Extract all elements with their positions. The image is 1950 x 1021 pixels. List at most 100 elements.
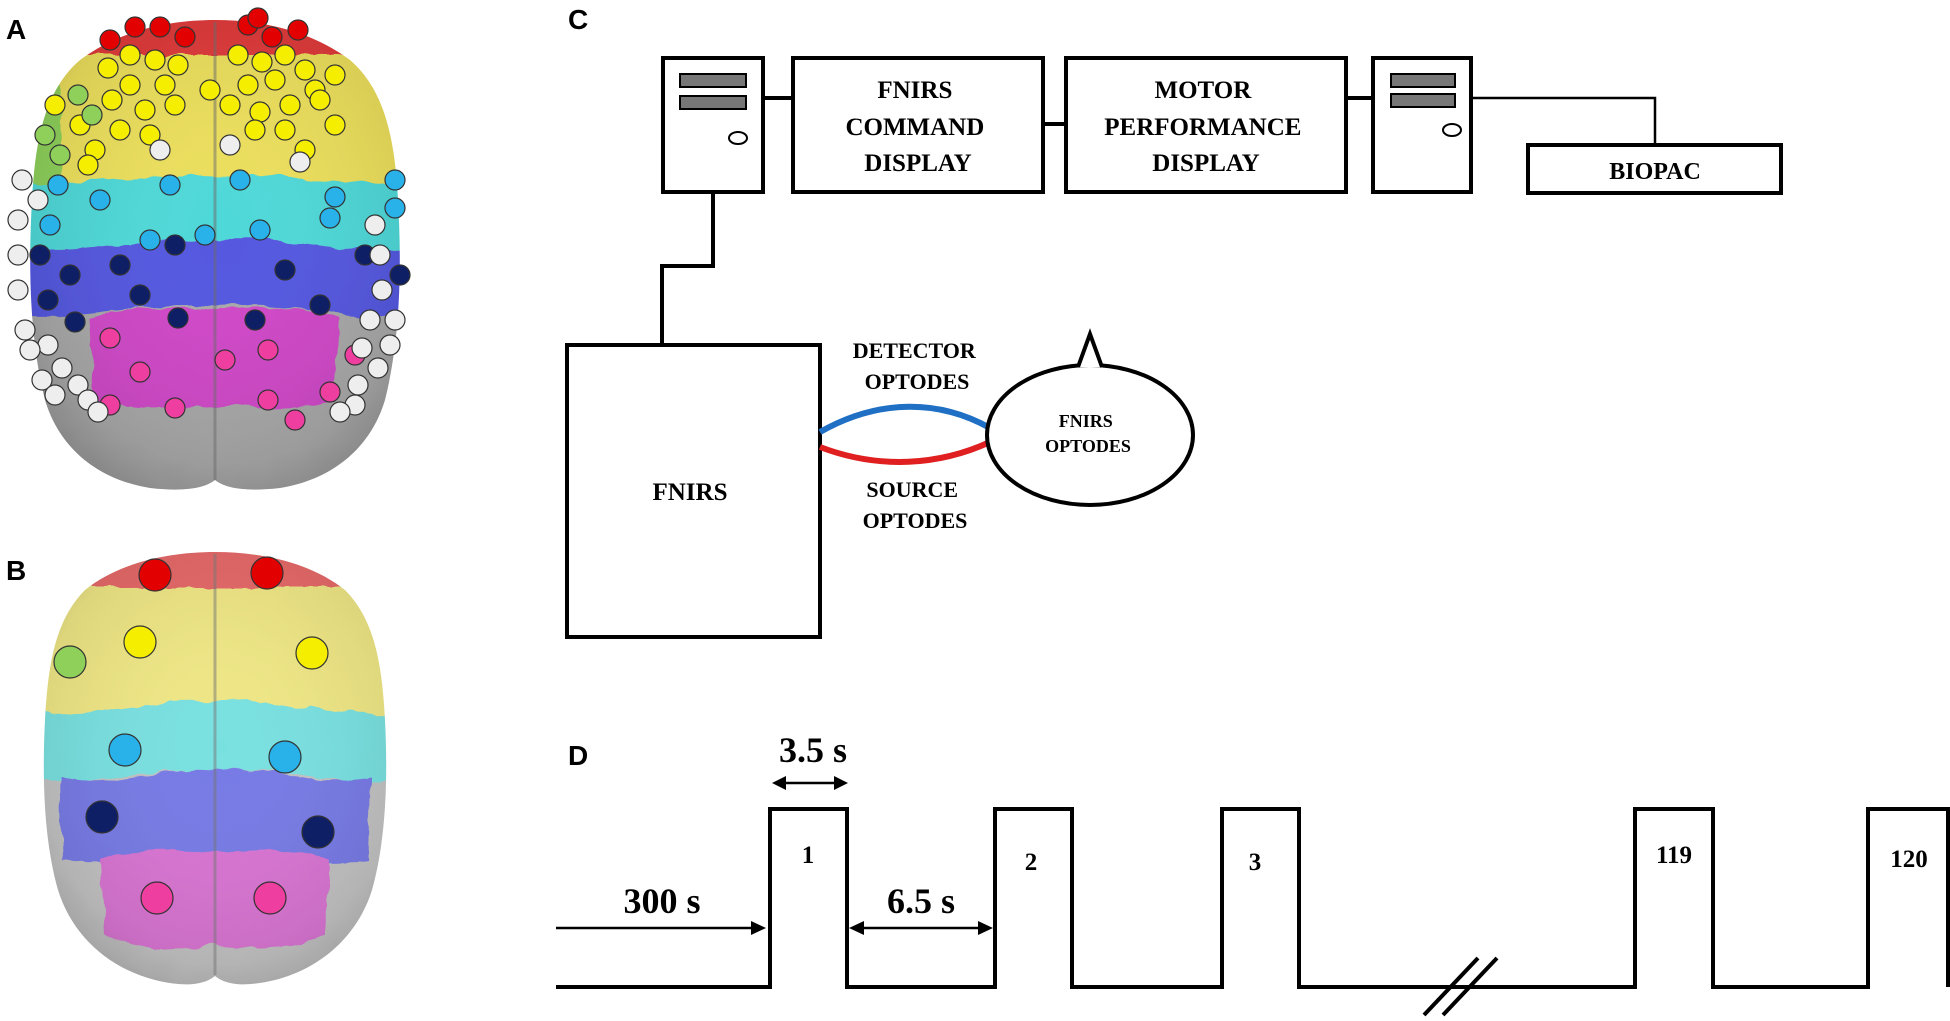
optode-marker [85, 800, 119, 834]
panel-label-b: B [6, 555, 27, 586]
svg-text:FNIRS COMMAND DISP: FNIRS COMMAND DISPLAY [845, 77, 990, 177]
optode-marker [294, 59, 316, 81]
optode-marker [287, 19, 309, 41]
motor-display-line-2: PERFORMANCE [1104, 114, 1301, 141]
optode-marker [194, 224, 216, 246]
optode-marker [347, 374, 369, 396]
motor-performance-display-box [1064, 56, 1348, 194]
optode-marker [101, 89, 123, 111]
optode-marker [237, 74, 259, 96]
optode-marker [109, 119, 131, 141]
motor-display-line-1: MOTOR [1154, 77, 1252, 104]
optode-marker [244, 119, 266, 141]
optode-marker [371, 279, 393, 301]
optode-marker [34, 124, 56, 146]
panel-label-c: C [568, 4, 589, 35]
biopac-label: BIOPAC [1609, 159, 1701, 185]
optode-marker [367, 357, 389, 379]
optode-marker [257, 389, 279, 411]
optode-marker [384, 309, 406, 331]
optode-marker [229, 169, 251, 191]
optode-marker [37, 334, 59, 356]
optode-marker [301, 815, 335, 849]
detector-label-line-1: DETECTOR [853, 338, 977, 363]
optode-marker [309, 89, 331, 111]
fnirs-command-display-box [791, 56, 1045, 194]
optode-marker [274, 259, 296, 281]
optode-marker [389, 264, 411, 286]
optode-marker [164, 94, 186, 116]
detector-cable [818, 403, 992, 435]
motor-display-line-3: DISPLAY [1152, 150, 1259, 177]
timeline-trace [556, 807, 1950, 989]
optode-marker [159, 174, 181, 196]
svg-text:MOTOR PERFORMANCE: MOTOR PERFORMANCE DISPLAY [1104, 77, 1307, 177]
trial-label-120: 120 [1890, 846, 1928, 873]
optode-marker [19, 339, 41, 361]
optodes-label-line-1: FNIRS [1059, 411, 1113, 431]
optode-marker [44, 384, 66, 406]
optode-marker [219, 134, 241, 156]
optode-marker [324, 186, 346, 208]
stimulus-timeline [556, 776, 1950, 1017]
optode-marker [167, 54, 189, 76]
optode-marker [154, 74, 176, 96]
optode-marker [109, 254, 131, 276]
optodes-label-line-2: OPTODES [1045, 436, 1131, 456]
pulse-duration-label: 3.5 s [779, 730, 847, 770]
optode-marker [261, 26, 283, 48]
optode-marker [219, 94, 241, 116]
trial-label-3: 3 [1249, 849, 1262, 876]
setup-labels: FNIRS COMMAND DISPLAY MOTOR PERFORMANCE … [652, 77, 1700, 533]
optode-marker [253, 881, 287, 915]
command-display-line-3: DISPLAY [864, 150, 971, 177]
source-cable [818, 439, 992, 465]
optode-marker [264, 69, 286, 91]
optode-marker [67, 84, 89, 106]
optode-marker [319, 207, 341, 229]
optode-marker [164, 397, 186, 419]
optode-marker [140, 881, 174, 915]
optode-marker [129, 361, 151, 383]
trial-label-119: 119 [1656, 842, 1692, 869]
optode-marker [7, 209, 29, 231]
optode-marker [53, 645, 87, 679]
optode-marker [289, 151, 311, 173]
optode-marker [274, 119, 296, 141]
timeline-labels: 3.5 s 300 s 6.5 s 1 2 3 119 120 [623, 730, 1927, 921]
optode-marker [77, 154, 99, 176]
fnirs-unit-box [565, 343, 822, 639]
optode-marker [364, 214, 386, 236]
optode-marker [139, 124, 161, 146]
command-display-line-1: FNIRS [877, 77, 952, 104]
svg-text:FNIRS OPTODES: FNIRS OPTODES [1045, 411, 1131, 456]
optode-marker [81, 104, 103, 126]
optode-marker [51, 357, 73, 379]
optode-marker [164, 234, 186, 256]
optode-marker [89, 189, 111, 211]
optode-marker [309, 294, 331, 316]
break-mark-1 [1422, 956, 1480, 1017]
optode-marker [268, 740, 302, 774]
optode-marker [149, 139, 171, 161]
optode-marker [47, 174, 69, 196]
optode-marker [11, 169, 33, 191]
optode-markers-a [7, 7, 411, 431]
optode-marker [250, 556, 284, 590]
optode-marker [274, 44, 296, 66]
optode-marker [37, 289, 59, 311]
optode-marker [329, 401, 351, 423]
optode-marker [59, 264, 81, 286]
optode-marker [167, 307, 189, 329]
optode-marker [249, 101, 271, 123]
svg-text:SOURCE OPTODES: SOURCE OPTODES [863, 477, 968, 533]
panel-label-d: D [568, 740, 589, 771]
command-display-line-2: COMMAND [845, 114, 984, 141]
optode-marker [257, 339, 279, 361]
trial-label-2: 2 [1025, 849, 1038, 876]
optode-marker [247, 7, 269, 29]
optode-marker [279, 94, 301, 116]
computer-left [661, 56, 765, 194]
optode-marker [244, 309, 266, 331]
